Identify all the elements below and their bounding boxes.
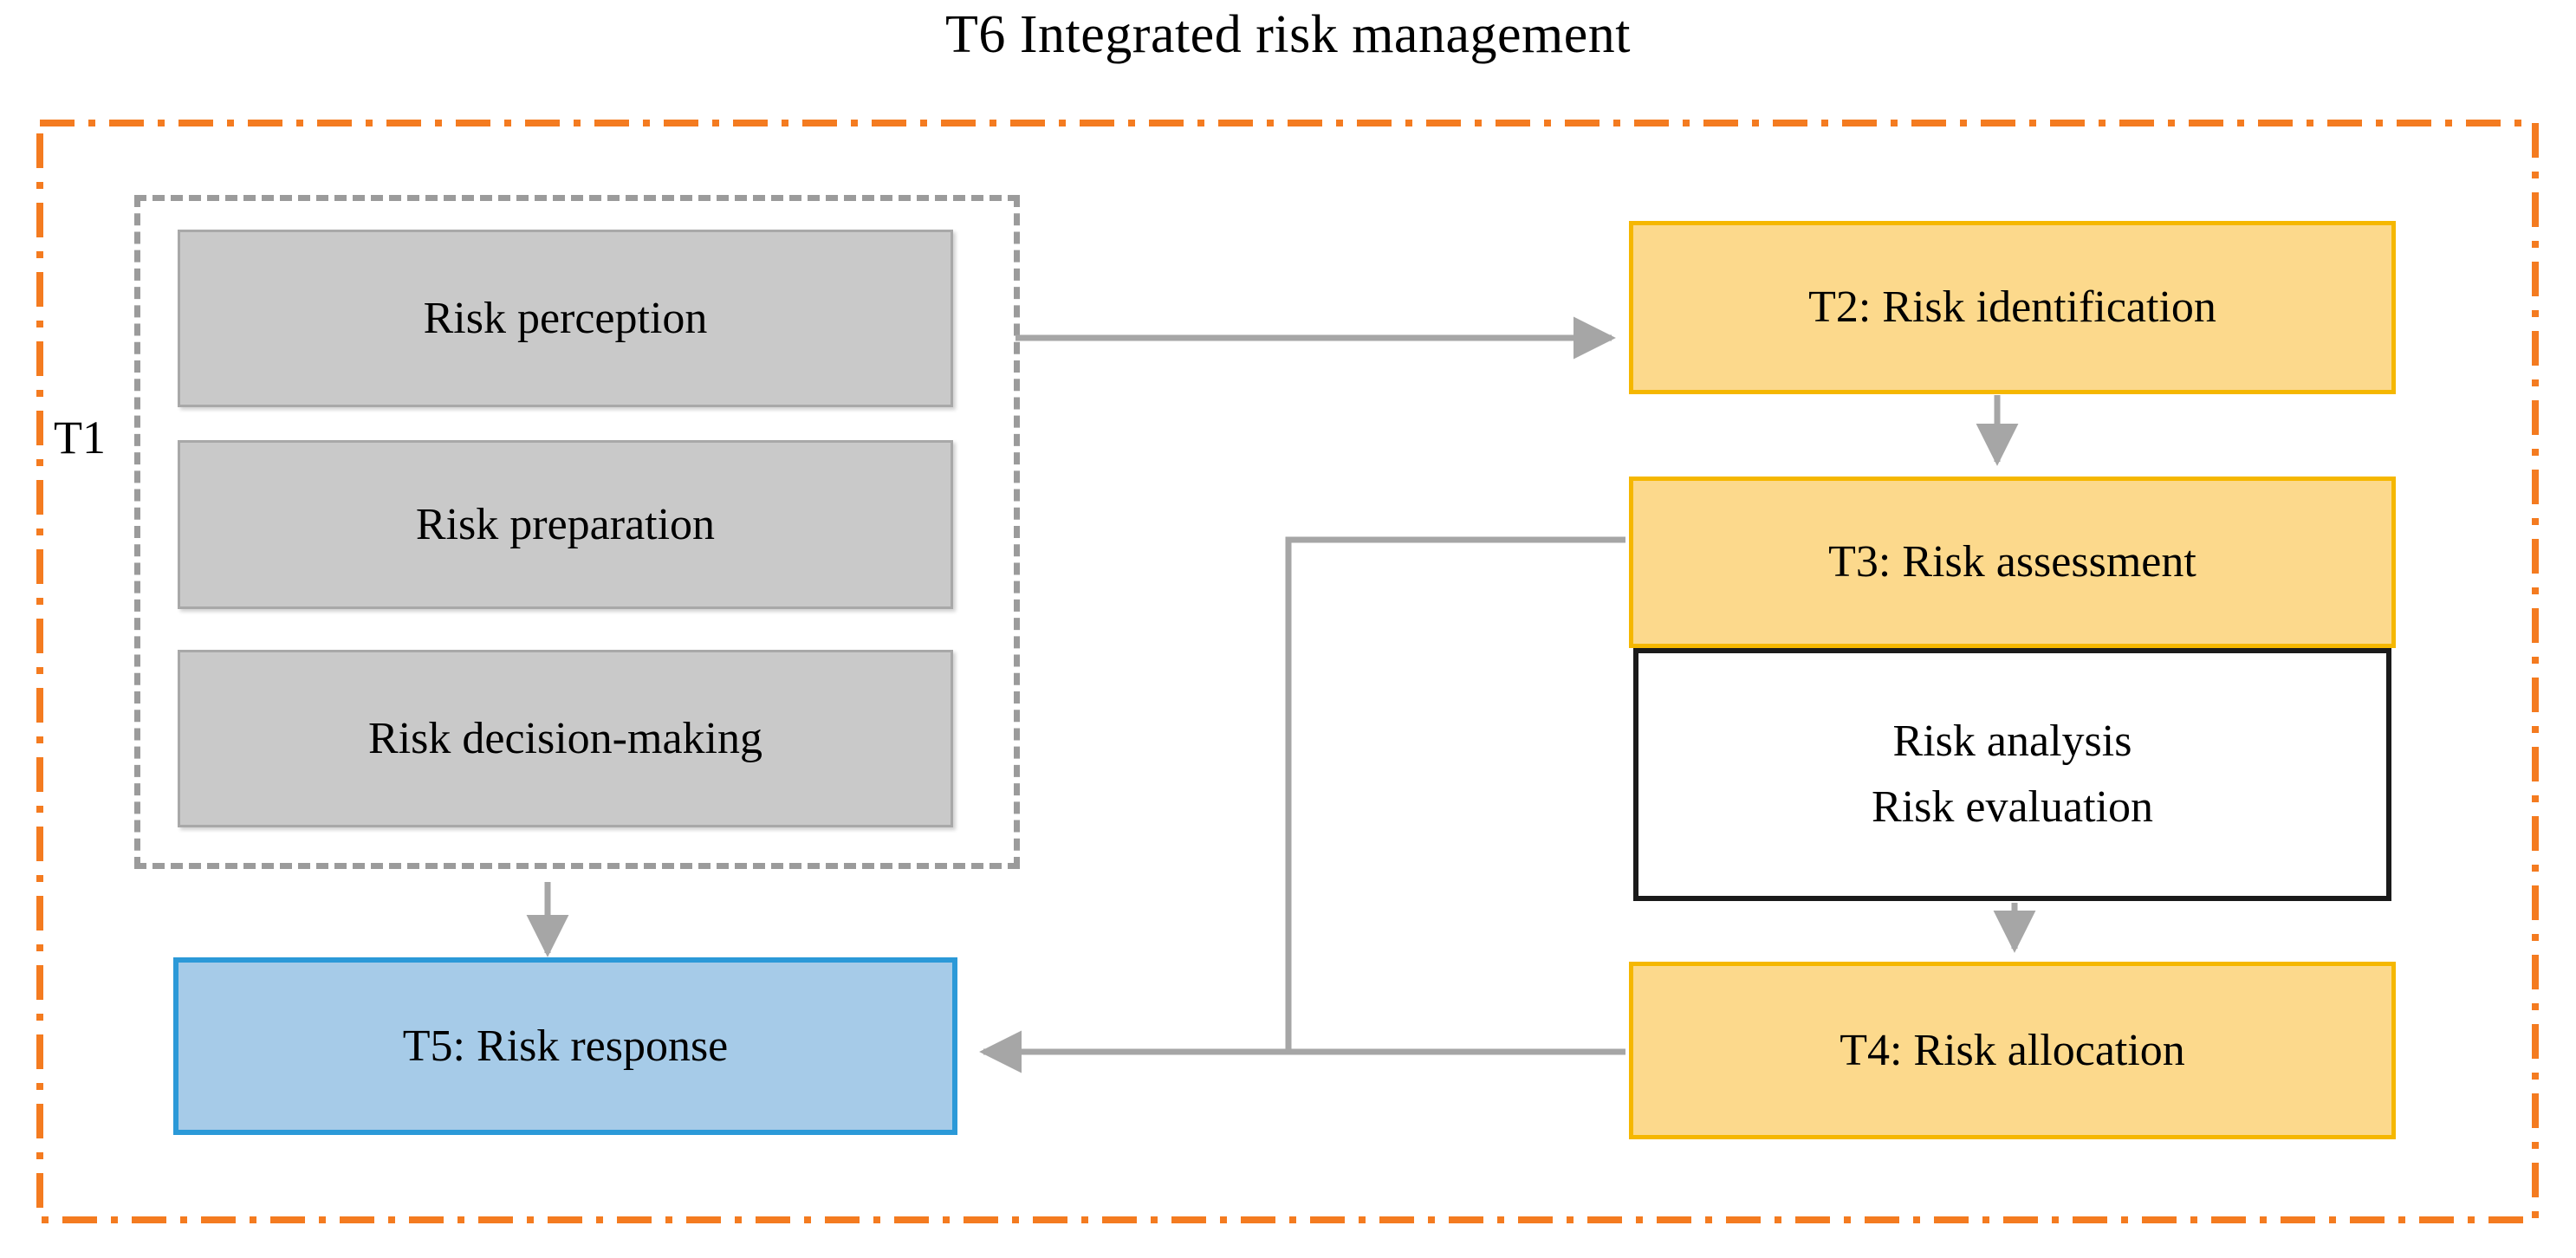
node-t2-label: T2: Risk identification: [1808, 282, 2216, 333]
node-risk-decision-making-label: Risk decision-making: [368, 713, 762, 763]
node-t4-risk-allocation[interactable]: T4: Risk allocation: [1629, 962, 2396, 1139]
edge-t3-to-t5: [1285, 536, 1625, 1052]
node-t2-risk-identification[interactable]: T2: Risk identification: [1629, 221, 2396, 394]
node-risk-preparation-label: Risk preparation: [415, 499, 716, 549]
node-risk-decision-making[interactable]: Risk decision-making: [178, 650, 953, 827]
node-t4-label: T4: Risk allocation: [1840, 1025, 2185, 1075]
node-t5-risk-response[interactable]: T5: Risk response: [173, 957, 957, 1135]
node-risk-perception[interactable]: Risk perception: [178, 230, 953, 407]
page-title: T6 Integrated risk management: [945, 5, 1631, 64]
node-risk-analysis-label: Risk analysis: [1892, 716, 2132, 766]
node-t3-label: T3: Risk assessment: [1828, 537, 2196, 587]
node-t3-detail-panel[interactable]: Risk analysis Risk evaluation: [1633, 648, 2391, 901]
node-t5-label: T5: Risk response: [402, 1021, 729, 1071]
node-t3-risk-assessment[interactable]: T3: Risk assessment: [1629, 477, 2396, 648]
node-risk-evaluation-label: Risk evaluation: [1872, 782, 2153, 832]
t1-group-label: T1: [54, 412, 106, 464]
node-risk-preparation[interactable]: Risk preparation: [178, 440, 953, 609]
node-risk-perception-label: Risk perception: [423, 293, 708, 343]
t1-group-boundary: [134, 195, 1020, 869]
